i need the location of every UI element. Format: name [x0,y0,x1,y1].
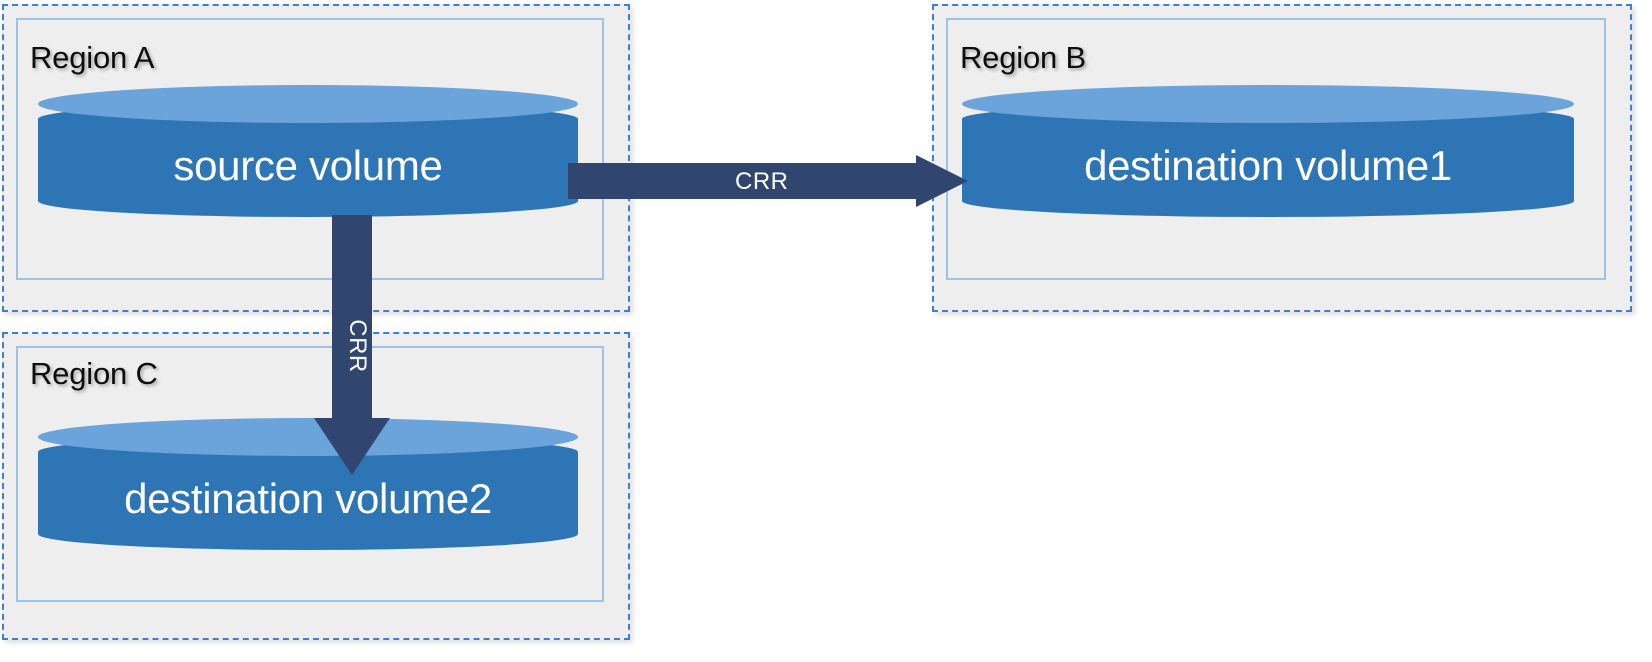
region-a-label: Region A [30,40,155,75]
cylinder-destination-volume1[interactable]: destination volume1 [962,85,1574,217]
cylinder-source-volume[interactable]: source volume [38,85,578,217]
crr-arrow-a-to-b-label: CRR [735,168,789,195]
arrow-shape [314,215,390,475]
crr-arrow-a-to-b[interactable] [568,155,968,207]
cylinder-label-source-volume: source volume [173,142,443,189]
arrow-shape [568,155,968,207]
cylinder-top-ellipse [962,85,1574,123]
crr-arrow-a-to-c[interactable] [314,215,390,475]
cylinder-label-destination-volume2: destination volume2 [124,475,492,522]
region-c-label: Region C [30,356,158,391]
region-b-label: Region B [960,40,1086,75]
cylinder-destination-volume2[interactable]: destination volume2 [38,418,578,550]
crr-arrow-a-to-c-label: CRR [343,319,371,373]
cylinder-label-destination-volume1: destination volume1 [1084,142,1452,189]
cylinder-top-ellipse [38,418,578,456]
cylinder-top-ellipse [38,85,578,123]
